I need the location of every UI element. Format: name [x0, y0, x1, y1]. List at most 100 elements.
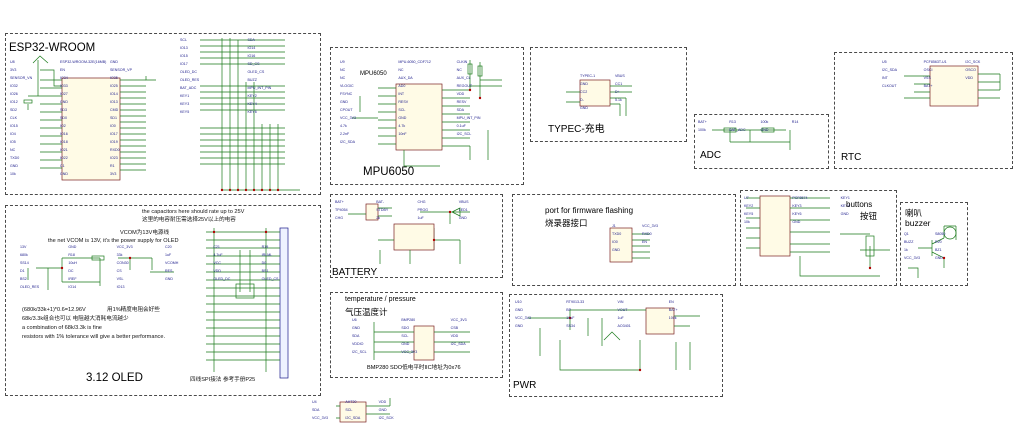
- oled-net-label: VDD: [213, 269, 221, 273]
- netlist-net-label: SCL: [180, 38, 187, 42]
- oled-note: (680k/33k+1)*0.6=12.96V: [22, 307, 86, 313]
- oled-net-label: CON30: [116, 261, 129, 265]
- oled-net-label: IO13: [116, 285, 125, 289]
- typec-net-label: GND: [580, 106, 588, 110]
- netlist-net-label: BAT_ADC: [180, 86, 197, 90]
- netlist-net-label: KEY4: [247, 102, 257, 106]
- netlist-net-label: OLED_RES: [180, 78, 200, 82]
- esp32-net-label: IO33: [60, 84, 68, 88]
- temp-note: BMP280 SDO低电平时IIC地址为0x76: [367, 365, 461, 371]
- buttons-title-cn: 按钮: [860, 211, 878, 221]
- adc-net-label: BAT+: [698, 120, 707, 124]
- rtc-net-label: BAT+: [923, 84, 933, 88]
- mpu-chip-label: MPU6050: [360, 71, 387, 77]
- temp-net-label: GND: [401, 342, 410, 346]
- oled-net-label: R19: [261, 245, 269, 249]
- esp32-net-label: IO21: [60, 148, 68, 152]
- temp-net-label: I2C_SDA: [450, 342, 466, 346]
- mpu-net-label: SDA: [456, 108, 465, 112]
- typec-net-label: D+: [615, 90, 620, 94]
- pwr-net-label: AO3401: [617, 324, 631, 328]
- netlist-net-label: IO14: [247, 46, 256, 50]
- buzzer-net-label: S8050: [935, 232, 946, 236]
- rtc-title: RTC: [841, 152, 862, 163]
- netlist-net-label: SDA: [247, 38, 255, 42]
- buzzer-net-label: 1k: [904, 248, 908, 252]
- esp32-net-label: U8: [10, 60, 15, 64]
- oled-net-label: OLED_DC: [213, 277, 231, 281]
- oled-net-label: C21: [213, 245, 220, 249]
- esp32-net-label: 3V3: [10, 68, 17, 72]
- netlist-net-label: KEY5: [180, 110, 190, 114]
- oled-net-label: CS: [116, 269, 122, 273]
- mpu-net-label: GND: [398, 116, 407, 120]
- mpu-net-label: NC: [398, 68, 404, 72]
- oled-net-label: D0: [261, 261, 267, 265]
- oled-note: a combination of 68k/3.3k is fine: [22, 325, 102, 331]
- rtc-section: [834, 52, 1013, 169]
- flash-net-label: TXD0: [612, 232, 622, 236]
- netlist-net-label: OLED_CS: [247, 70, 265, 74]
- oled-net-label: RES: [165, 269, 173, 273]
- rtc-net-label: VDD: [965, 76, 973, 80]
- mpu-net-label: RESV: [456, 100, 467, 104]
- temp-net-label: VCC_3V3: [401, 350, 418, 354]
- mpu-title: MPU6050: [363, 166, 415, 178]
- temp-net-label: BMP280: [401, 318, 416, 322]
- buzzer-net-label: BUZZ: [904, 240, 914, 244]
- mpu-net-label: VDD: [456, 92, 465, 96]
- netlist-net-label: KEY6: [247, 110, 257, 114]
- typec-net-label: CC1: [615, 82, 623, 86]
- esp32-net-label: IO19: [110, 140, 118, 144]
- temp-net-label: VCC_3V3: [450, 318, 467, 322]
- esp32-net-label: SD3: [60, 108, 67, 112]
- mpu-net-label: 0.1uF: [456, 124, 466, 128]
- bottom-net-label: SDA: [312, 408, 320, 412]
- pwr-net-label: RT9013-33: [566, 300, 585, 304]
- buzzer-net-label: BZ1: [935, 248, 942, 252]
- mpu-net-label: RESV: [398, 100, 409, 104]
- rtc-net-label: OSCO: [965, 68, 976, 72]
- mpu-net-label: GND: [340, 100, 348, 104]
- temp-net-label: CSB: [450, 326, 459, 330]
- mpu-net-label: AUX_CL: [456, 76, 471, 80]
- esp32-net-label: IO16: [60, 132, 68, 136]
- adc-net-label: R13: [729, 120, 736, 124]
- temp-section: [330, 292, 503, 378]
- esp32-net-label: GND: [10, 164, 18, 168]
- flash-title-cn: 烧录器接口: [545, 218, 588, 228]
- mpu-net-label: 4.7k: [398, 124, 406, 128]
- oled-note: 这里的电容耐压需选择25V以上的电容: [142, 217, 236, 223]
- oled-net-label: DC: [68, 269, 74, 273]
- oled-note: VCOM为13V电源线: [120, 230, 170, 236]
- oled-note: 四线SPI接法 参考手册P25: [190, 377, 256, 383]
- buzzer-net-label: Q1: [904, 232, 909, 236]
- typec-title: TYPEC-充电: [548, 124, 605, 135]
- mpu-net-label: U9: [340, 60, 345, 64]
- oled-section: [5, 205, 321, 396]
- pwr-net-label: SS34: [566, 324, 576, 328]
- esp32-net-label: C1: [60, 164, 65, 168]
- esp32-net-label: IO25: [110, 84, 118, 88]
- oled-note: the capacitors here should rate up to 25…: [142, 209, 245, 215]
- flash-net-label: EN: [642, 240, 647, 244]
- oled-note: 用1%精度电阻会好些: [107, 307, 160, 313]
- esp32-net-label: TXD0: [10, 156, 20, 160]
- rtc-net-label: OSCI: [923, 68, 933, 72]
- bottom-net-label: SCL: [345, 408, 353, 412]
- pwr-net-label: GND: [515, 308, 523, 312]
- adc-net-label: 100k: [698, 128, 706, 132]
- esp32-net-label: IO22: [60, 156, 68, 160]
- mpu-net-label: I2C_SCL: [456, 132, 472, 136]
- oled-net-label: IREF: [68, 277, 77, 281]
- bottom-net-label: VDD: [378, 400, 387, 404]
- temp-net-label: SDO: [401, 326, 410, 330]
- esp32-net-label: GND: [60, 172, 68, 176]
- esp32-net-label: IO5: [10, 140, 16, 144]
- battery-net-label: BAT+: [335, 200, 344, 204]
- mpu-net-label: VLOGIC: [340, 84, 354, 88]
- buttons-section: [740, 190, 897, 286]
- netlist-net-label: BUZZ: [247, 78, 257, 82]
- battery-net-label: BAT-: [376, 200, 384, 204]
- esp32-net-label: SD2: [10, 108, 17, 112]
